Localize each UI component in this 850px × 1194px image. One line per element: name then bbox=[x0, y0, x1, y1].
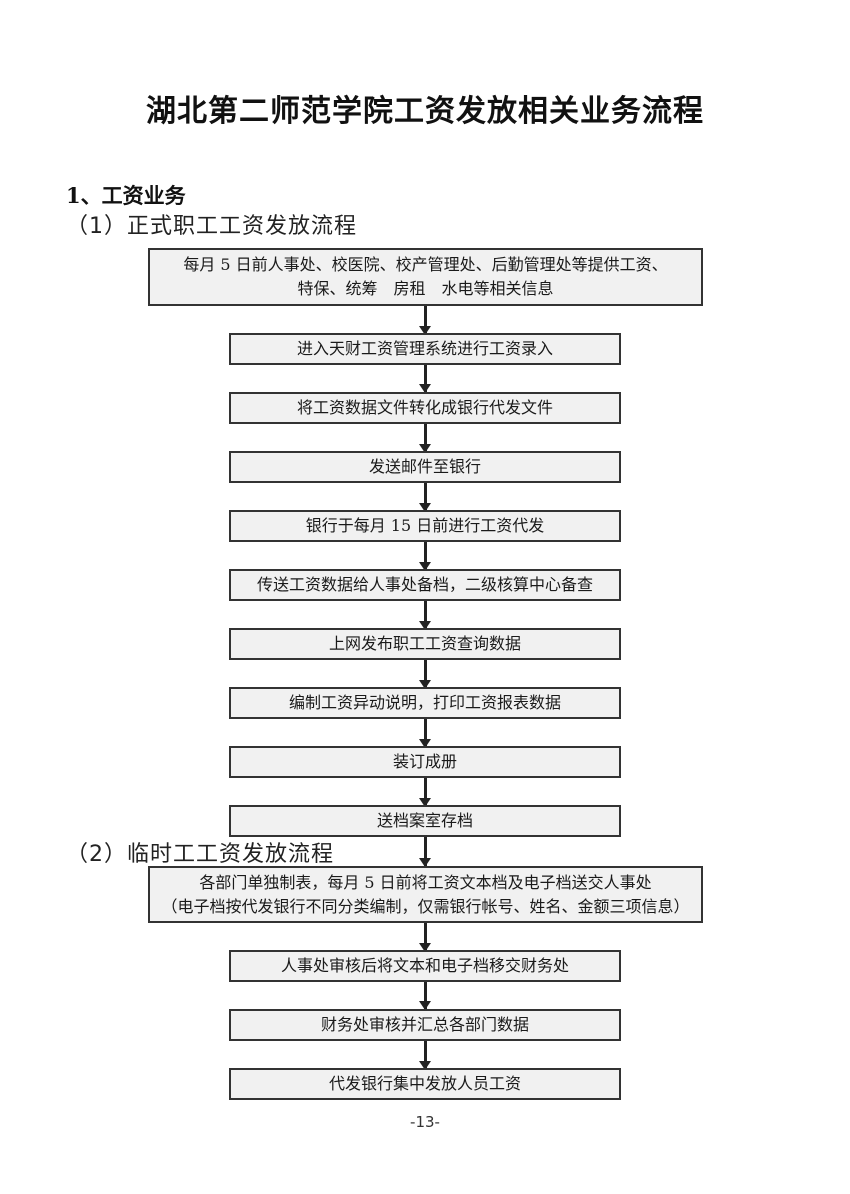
step-line: 将工资数据文件转化成银行代发文件 bbox=[296, 398, 553, 417]
flow-arrow bbox=[419, 601, 431, 630]
step-line: 银行于每月 15 日前进行工资代发 bbox=[305, 516, 545, 535]
flow-step-email-bank: 发送邮件至银行 bbox=[229, 451, 621, 483]
formal-staff-flow-heading: （1）正式职工工资发放流程 bbox=[66, 214, 357, 239]
flow-step-publish-online: 上网发布职工工资查询数据 bbox=[229, 628, 621, 660]
flow-step-bank-distribute: 代发银行集中发放人员工资 bbox=[229, 1068, 621, 1100]
step-line: 发送邮件至银行 bbox=[368, 457, 481, 476]
flow-step-department-tables: 各部门单独制表，每月 5 日前将工资文本档及电子档送交人事处 （电子档按代发银行… bbox=[148, 866, 703, 923]
flow-step-bind-volume: 装订成册 bbox=[229, 746, 621, 778]
step-line: 代发银行集中发放人员工资 bbox=[328, 1074, 521, 1093]
flow-arrow bbox=[419, 424, 431, 453]
flow-step-hr-review: 人事处审核后将文本和电子档移交财务处 bbox=[229, 950, 621, 982]
step-line: 各部门单独制表，每月 5 日前将工资文本档及电子档送交人事处 bbox=[199, 872, 652, 892]
section-heading: 1、工资业务 bbox=[66, 183, 186, 208]
flow-step-bank-payout: 银行于每月 15 日前进行工资代发 bbox=[229, 510, 621, 542]
flow-arrow bbox=[419, 837, 431, 867]
step-line: （电子档按代发银行不同分类编制，仅需银行帐号、姓名、金额三项信息） bbox=[161, 896, 690, 916]
flow-arrow bbox=[419, 660, 431, 689]
flow-step-salary-entry: 进入天财工资管理系统进行工资录入 bbox=[229, 333, 621, 365]
flow-arrow bbox=[419, 719, 431, 748]
flow-arrow bbox=[419, 483, 431, 512]
step-line: 送档案室存档 bbox=[376, 811, 473, 830]
flow-arrow bbox=[419, 1041, 431, 1070]
flow-arrow bbox=[419, 982, 431, 1010]
step-line: 人事处审核后将文本和电子档移交财务处 bbox=[280, 956, 569, 975]
flow-step-finance-review: 财务处审核并汇总各部门数据 bbox=[229, 1009, 621, 1041]
step-line: 每月 5 日前人事处、校医院、校产管理处、后勤管理处等提供工资、 bbox=[183, 255, 668, 274]
page-number: -13- bbox=[410, 1113, 440, 1131]
flow-arrow bbox=[419, 923, 431, 952]
flow-step-submit-info: 每月 5 日前人事处、校医院、校产管理处、后勤管理处等提供工资、 特保、统筹 房… bbox=[148, 248, 703, 306]
flow-arrow bbox=[419, 306, 431, 335]
step-line: 特保、统筹 房租 水电等相关信息 bbox=[297, 279, 554, 298]
step-line: 进入天财工资管理系统进行工资录入 bbox=[296, 339, 553, 358]
flow-step-transfer-records: 传送工资数据给人事处备档，二级核算中心备查 bbox=[229, 569, 621, 601]
flow-arrow bbox=[419, 365, 431, 393]
document-title: 湖北第二师范学院工资发放相关业务流程 bbox=[146, 94, 704, 129]
flow-arrow bbox=[419, 542, 431, 571]
step-line: 传送工资数据给人事处备档，二级核算中心备查 bbox=[256, 575, 593, 594]
step-line: 上网发布职工工资查询数据 bbox=[328, 634, 521, 653]
flow-step-print-report: 编制工资异动说明，打印工资报表数据 bbox=[229, 687, 621, 719]
step-line: 装订成册 bbox=[392, 752, 457, 771]
flow-arrow bbox=[419, 778, 431, 807]
flow-step-archive: 送档案室存档 bbox=[229, 805, 621, 837]
flow-step-convert-file: 将工资数据文件转化成银行代发文件 bbox=[229, 392, 621, 424]
step-line: 财务处审核并汇总各部门数据 bbox=[320, 1015, 529, 1034]
step-line: 编制工资异动说明，打印工资报表数据 bbox=[288, 693, 561, 712]
temporary-staff-flow-heading: （2）临时工工资发放流程 bbox=[66, 842, 334, 867]
